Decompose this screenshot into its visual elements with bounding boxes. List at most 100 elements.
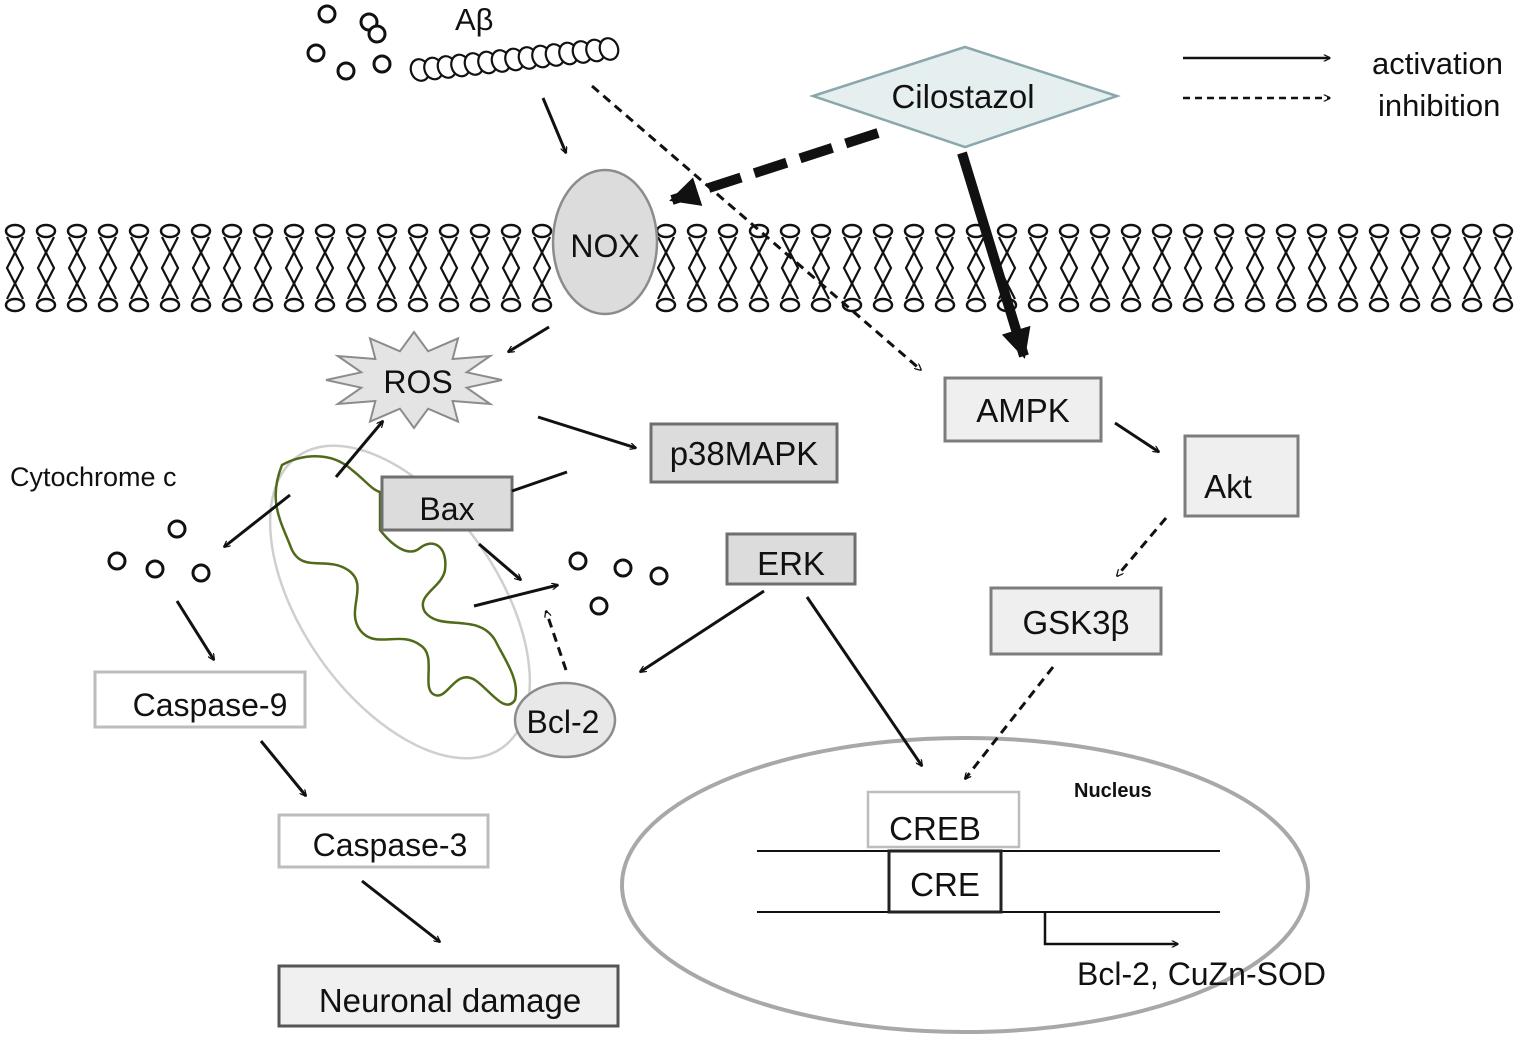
lipid-pair: [500, 223, 522, 313]
cilostazol-node[interactable]: Cilostazol: [808, 45, 1122, 149]
arrow-cytochrome-caspase9: [175, 600, 216, 660]
caspase9-label: Caspase-9: [133, 687, 288, 723]
lipid-pair: [934, 223, 956, 313]
mitochondrial-cristae: [274, 455, 518, 706]
released-dot: [589, 596, 609, 616]
lipid-pair: [469, 223, 491, 313]
arrow-mito-cytochrome: [224, 493, 291, 547]
legend-inhibition-label: inhibition: [1378, 88, 1500, 123]
arrow-caspase9-caspase3: [259, 740, 306, 796]
gsk3b-node[interactable]: GSK3β: [989, 586, 1163, 656]
arrow-mito-release: [473, 585, 558, 608]
lipid-pair: [283, 223, 305, 313]
lipid-pair: [903, 223, 925, 313]
abeta-monomer: [306, 43, 326, 63]
lipid-pair: [1461, 223, 1483, 313]
arrow-caspase3-damage: [361, 879, 440, 942]
lipid-pair: [128, 223, 150, 313]
lipid-pair: [1337, 223, 1359, 313]
arrow-bax-release: [478, 542, 521, 580]
lipid-pair: [810, 223, 832, 313]
lipid-pair: [655, 223, 677, 313]
line-p38-bax: [511, 470, 568, 493]
cytochrome-c-label: Cytochrome c: [10, 462, 177, 492]
lipid-pair: [35, 223, 57, 313]
released-dot: [568, 551, 588, 571]
caspase3-node[interactable]: Caspase-3: [277, 813, 490, 869]
ros-label: ROS: [383, 364, 452, 400]
released-dot: [613, 558, 633, 578]
cytochrome-c-dot: [191, 563, 211, 583]
ampk-node[interactable]: AMPK: [943, 376, 1103, 443]
arrow-bcl2-release: [546, 611, 568, 671]
lipid-pair: [1430, 223, 1452, 313]
lipid-pair: [345, 223, 367, 313]
arrow-cilostazol-nox: [669, 128, 880, 206]
creb-label: CREB: [889, 810, 981, 847]
neuronal-damage-label: Neuronal damage: [319, 982, 581, 1019]
arrow-erk-bcl2: [640, 589, 765, 674]
cre-node[interactable]: CRE: [887, 849, 1003, 914]
p38mapk-node[interactable]: p38MAPK: [649, 422, 839, 484]
mitochondrion: [268, 444, 532, 760]
lipid-pair: [4, 223, 26, 313]
gsk3b-label: GSK3β: [1022, 604, 1129, 641]
lipid-pair: [1027, 223, 1049, 313]
lipid-pair: [1306, 223, 1328, 313]
lipid-pair: [97, 223, 119, 313]
abeta-monomers: [306, 4, 392, 81]
caspase3-label: Caspase-3: [313, 827, 468, 863]
cilostazol-label: Cilostazol: [891, 78, 1034, 115]
ros-node[interactable]: ROS: [325, 330, 503, 430]
cre-label: CRE: [910, 866, 980, 903]
lipid-pair: [965, 223, 987, 313]
arrow-erk-creb: [805, 596, 924, 766]
nox-label: NOX: [570, 228, 639, 264]
neuronal-damage-node[interactable]: Neuronal damage: [277, 964, 620, 1028]
arrow-cilostazol-ampk: [957, 151, 1031, 359]
ampk-label: AMPK: [976, 392, 1070, 429]
lipid-pair: [252, 223, 274, 313]
erk-node[interactable]: ERK: [725, 532, 857, 586]
cytochrome-c-molecules: [107, 519, 211, 583]
lipid-pair: [1399, 223, 1421, 313]
abeta-monomer: [317, 4, 337, 24]
akt-label: Akt: [1204, 468, 1252, 505]
lipid-pair: [686, 223, 708, 313]
abeta-monomer: [372, 54, 392, 74]
abeta-fibril: [409, 37, 620, 82]
cytochrome-c-dot: [167, 519, 187, 539]
bcl2-node[interactable]: Bcl-2: [513, 681, 617, 759]
legend-activation-label: activation: [1372, 46, 1503, 81]
lipid-pair: [531, 223, 553, 313]
bax-node[interactable]: Bax: [380, 475, 514, 532]
lipid-pair: [438, 223, 460, 313]
transcription-arrow: [1043, 912, 1178, 944]
lipid-pair: [779, 223, 801, 313]
erk-label: ERK: [757, 545, 825, 582]
released-dot: [649, 566, 669, 586]
lipid-pair: [717, 223, 739, 313]
arrows: [175, 84, 1168, 942]
creb-node[interactable]: CREB: [866, 790, 1021, 849]
lipid-pair: [159, 223, 181, 313]
lipid-pair: [376, 223, 398, 313]
lipid-pair: [1275, 223, 1297, 313]
lipid-pair: [748, 223, 770, 313]
bax-label: Bax: [419, 491, 474, 527]
lipid-pair: [1120, 223, 1142, 313]
akt-node[interactable]: Akt: [1183, 434, 1300, 518]
lipid-pair: [841, 223, 863, 313]
lipid-pair: [1244, 223, 1266, 313]
nox-node[interactable]: NOX: [551, 168, 659, 316]
abeta-label: Aβ: [455, 2, 494, 37]
nucleus-label: Nucleus: [1074, 780, 1152, 802]
lipid-pair: [1492, 223, 1514, 313]
cytochrome-c-dot: [107, 551, 127, 571]
arrow-mito-ros: [334, 421, 383, 478]
lipid-pair: [872, 223, 894, 313]
caspase9-node[interactable]: Caspase-9: [93, 670, 307, 729]
arrow-akt-gsk3b: [1117, 517, 1168, 576]
released-molecules: [568, 551, 669, 616]
